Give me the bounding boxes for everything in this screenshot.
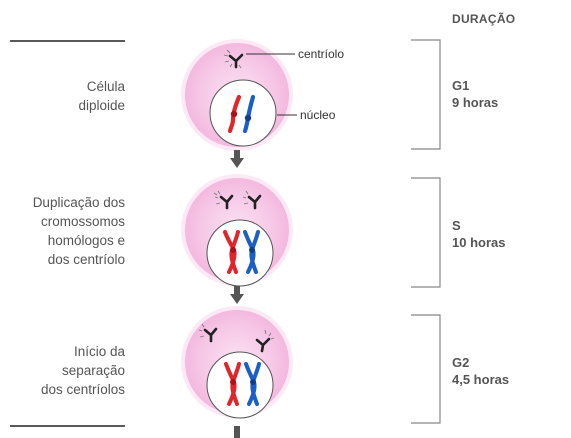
chromosome-icon xyxy=(227,94,256,134)
cell-g2 xyxy=(181,306,293,419)
down-arrow-icon xyxy=(230,286,244,304)
stage-label-line: dos centríolos xyxy=(40,382,125,397)
centriole-icon xyxy=(213,190,234,210)
nucleus-g2 xyxy=(206,351,274,419)
cell-g1 xyxy=(181,39,293,151)
centriole-icon xyxy=(198,323,218,343)
duration-s: 10 horas xyxy=(452,235,506,250)
duration-g1: 9 horas xyxy=(452,95,499,110)
callout-nucleo: núcleo xyxy=(300,108,336,122)
chromosome-icon xyxy=(223,230,260,274)
bracket-g2 xyxy=(411,314,441,424)
phase-g2: G2 xyxy=(452,355,470,370)
stage-label-line: separação xyxy=(61,363,125,378)
stage-label-g1: Célula diploide xyxy=(0,77,125,115)
stage-label-line: Início da xyxy=(73,344,125,359)
nucleus-s xyxy=(206,219,274,287)
stage-label-line: dos centríolo xyxy=(47,252,125,267)
nucleus-g1 xyxy=(209,79,277,147)
chromosome-icon xyxy=(224,362,261,406)
stage-label-line: homólogos e xyxy=(47,233,125,248)
down-arrow-icon xyxy=(230,150,244,168)
phase-g1: G1 xyxy=(452,78,470,93)
stage-label-line: cromossomos xyxy=(40,214,125,229)
centriole-icon xyxy=(255,329,275,353)
stage-label-g2: Início da separação dos centríolos xyxy=(0,342,125,399)
duration-header: DURAÇÃO xyxy=(452,12,516,26)
bracket-s xyxy=(411,177,441,288)
phase-s: S xyxy=(452,218,461,233)
callout-centriolo: centríolo xyxy=(298,47,345,61)
duration-g2: 4,5 horas xyxy=(452,372,510,387)
bracket-g1 xyxy=(411,39,441,150)
down-arrow-icon xyxy=(234,426,240,438)
centriole-icon xyxy=(242,190,262,210)
stage-label-line: Duplicação dos xyxy=(32,195,125,210)
stage-label-s: Duplicação dos cromossomos homólogos e d… xyxy=(0,193,125,269)
stage-label-line: Célula xyxy=(86,79,125,94)
cell-s xyxy=(181,174,293,287)
stage-label-line: diploide xyxy=(78,98,125,113)
centriole-icon xyxy=(223,49,244,69)
